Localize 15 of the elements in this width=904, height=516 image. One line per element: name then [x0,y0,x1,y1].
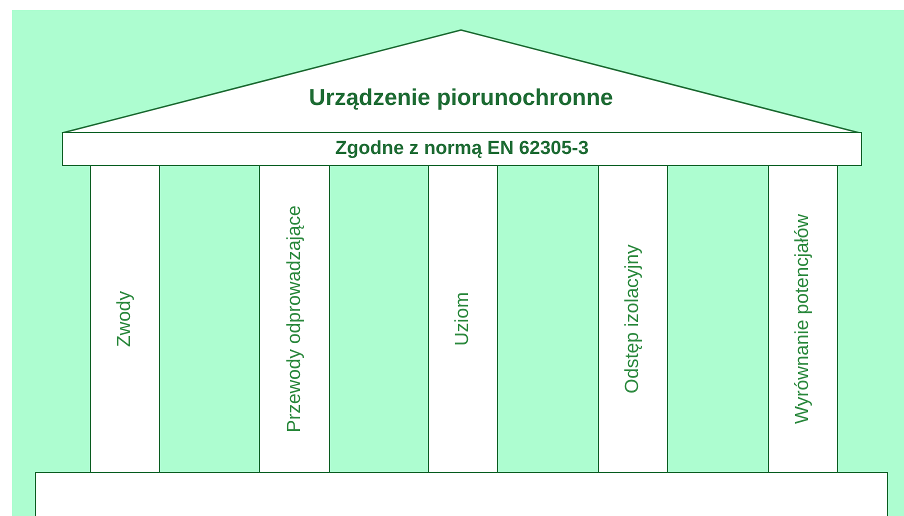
base-box [35,472,888,516]
column-label: Zwody [114,291,136,347]
beam-label: Zgodne z normą EN 62305-3 [334,138,590,160]
title-text: Urządzenie piorunochronne [308,84,614,111]
column-label: Przewody odprowadzające [284,205,306,433]
column-label: Odstęp izolacyjny [622,244,644,394]
beam-box [62,132,862,166]
roof-triangle [62,30,860,133]
column-box [768,165,838,473]
column-label: Uziom [452,292,474,346]
column-box [259,165,330,473]
column-box [90,165,160,473]
column-box [598,165,668,473]
column-box [428,165,498,473]
column-label: Wyrównanie potencjałów [792,214,814,424]
